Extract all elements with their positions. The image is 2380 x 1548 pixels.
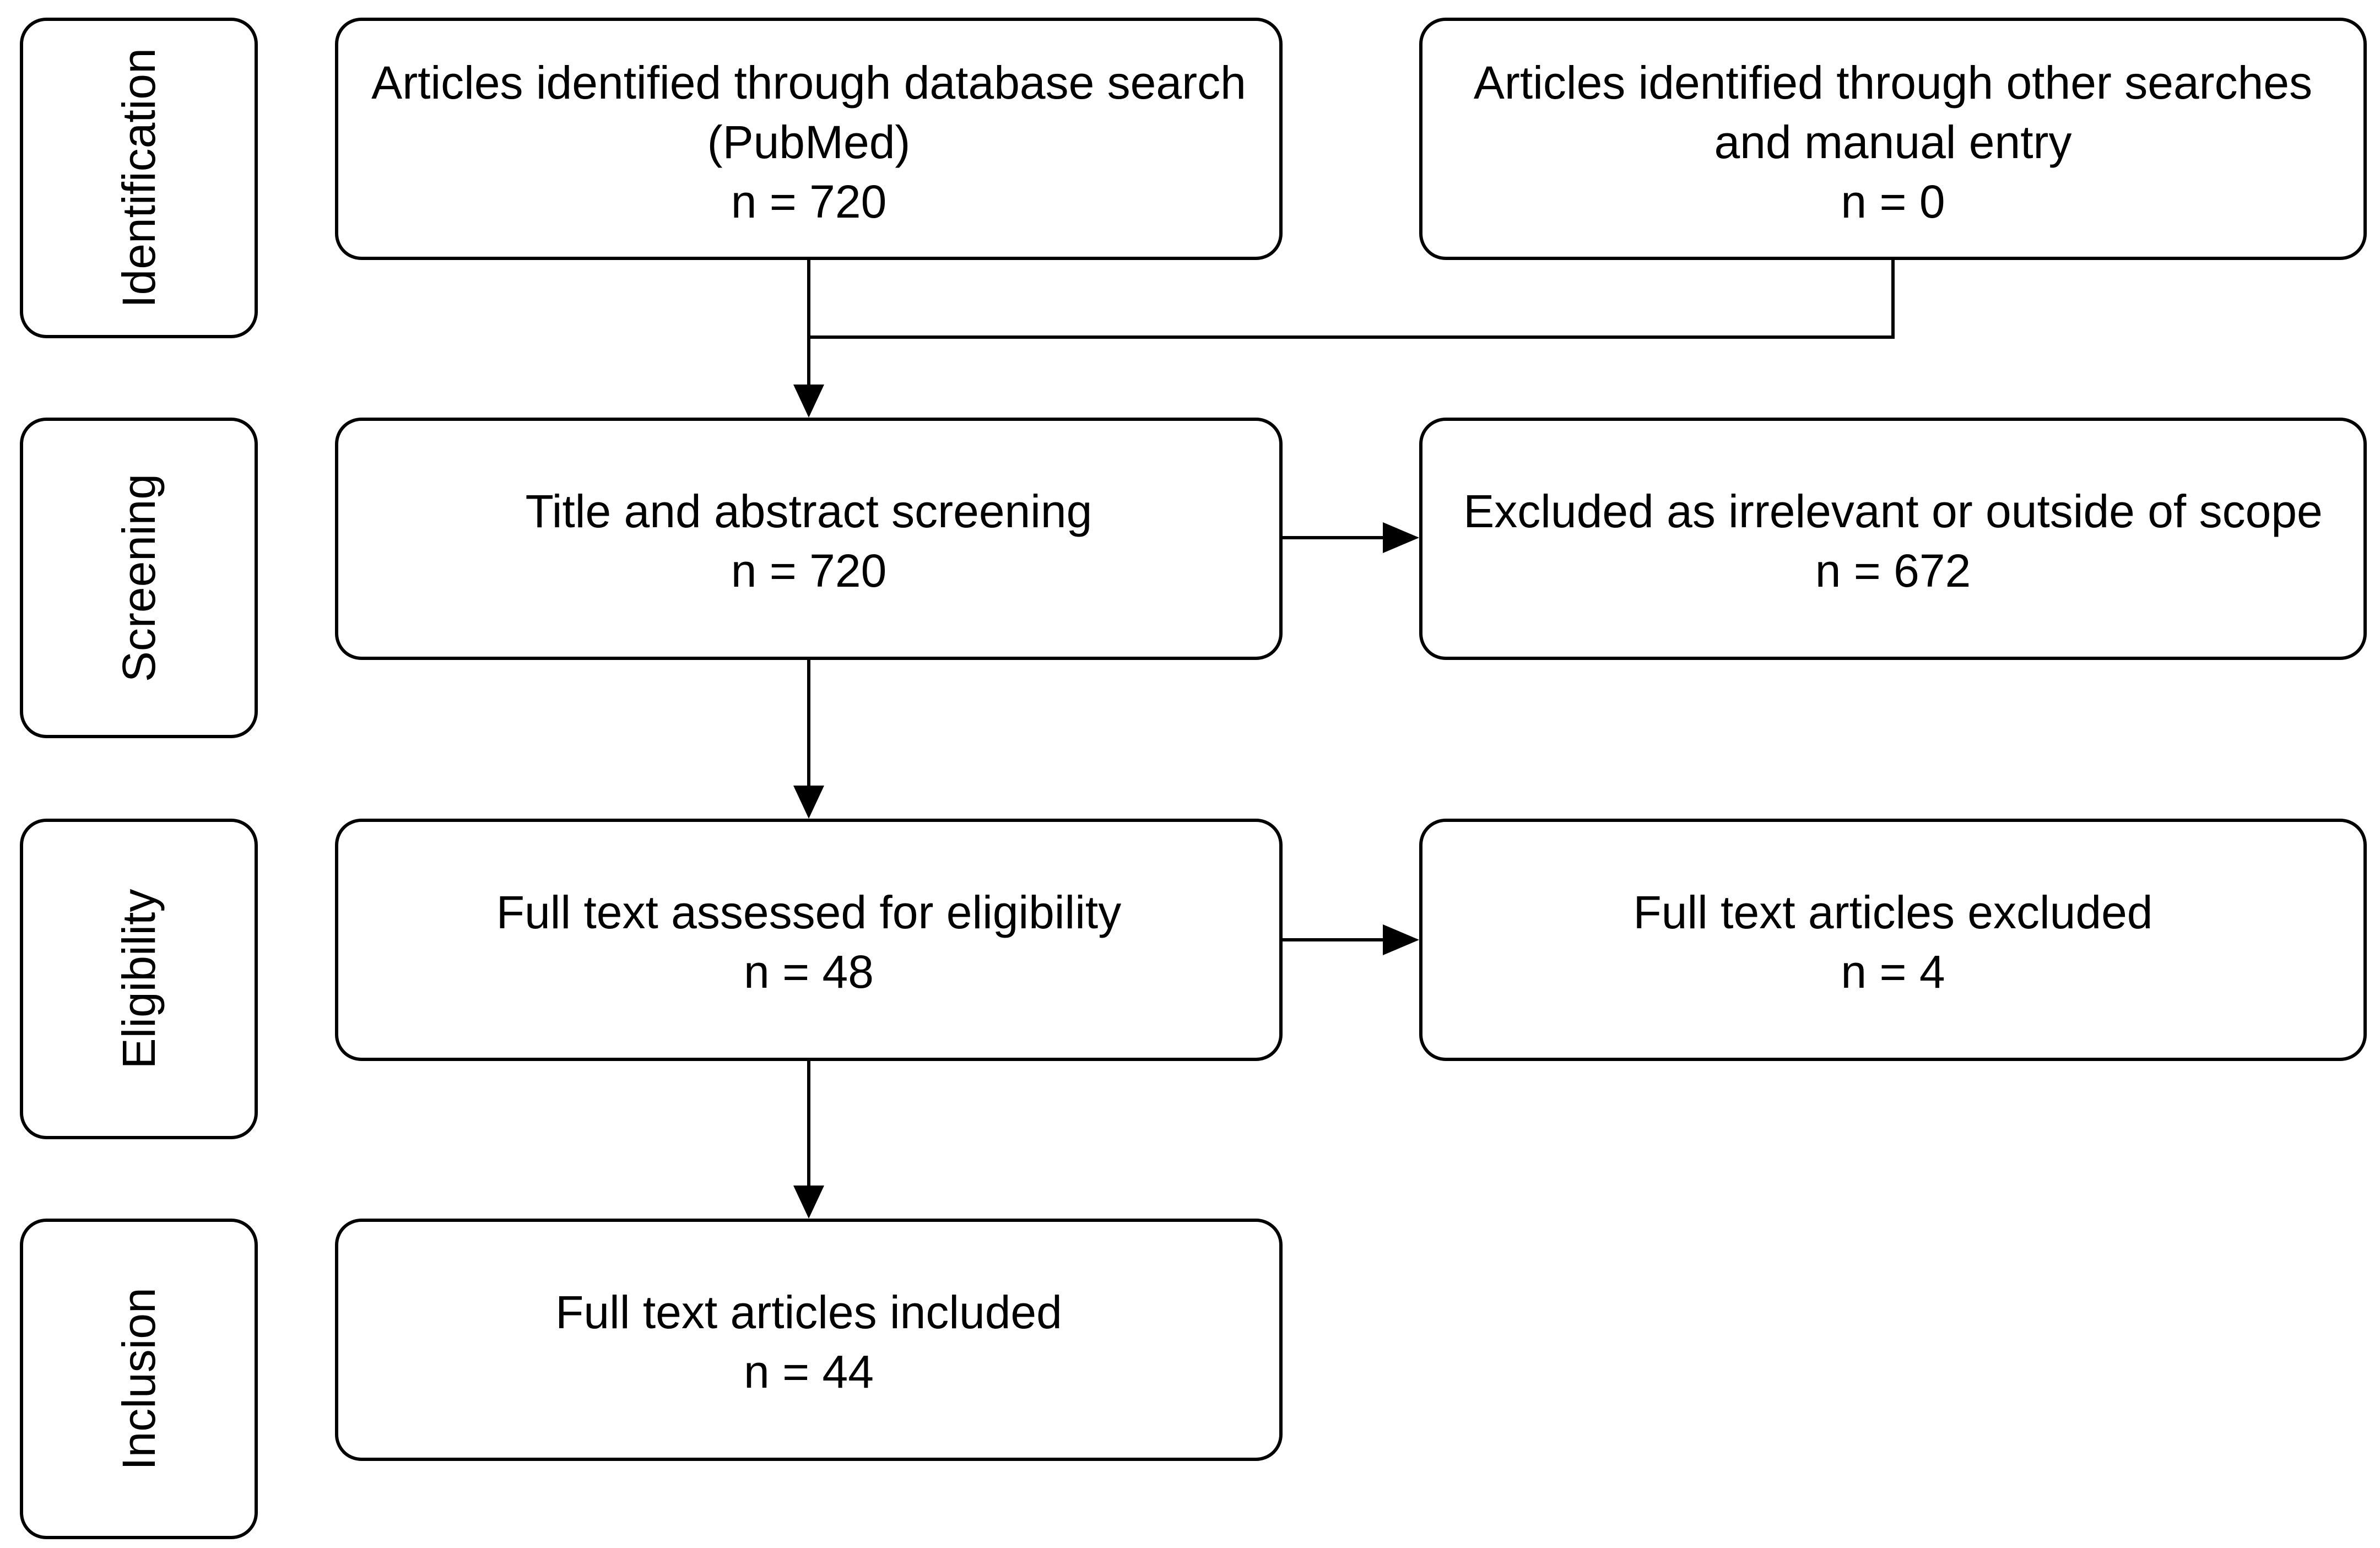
node-text: (PubMed)	[707, 116, 911, 168]
arrowhead-down	[793, 786, 824, 819]
arrowhead-right	[1383, 924, 1419, 955]
arrowhead-down	[793, 1186, 824, 1219]
stage-inclusion: Inclusion	[20, 1219, 258, 1539]
node-text: Full text assessed for eligibility	[496, 886, 1122, 938]
node-text: Excluded as irrelevant or outside of sco…	[1463, 485, 2323, 537]
node-text: Full text articles excluded	[1633, 886, 2153, 938]
node-count: n = 720	[731, 545, 887, 597]
arrowhead-down	[793, 385, 824, 418]
connector-other-to-merge	[809, 260, 1895, 339]
node-text: and manual entry	[1714, 116, 2072, 168]
node-text: Articles identified through database sea…	[371, 57, 1246, 109]
stage-identification: Identification	[20, 18, 258, 338]
node-text: Articles identified through other search…	[1473, 57, 2313, 109]
node-count: n = 720	[731, 176, 887, 228]
stage-label: Identification	[113, 48, 165, 308]
node-count: n = 48	[744, 946, 874, 998]
node-count: n = 44	[744, 1346, 874, 1398]
node-text: Full text articles included	[555, 1286, 1062, 1338]
node-text: Title and abstract screening	[525, 485, 1092, 537]
stage-label: Screening	[113, 473, 165, 683]
stage-label: Eligibility	[113, 889, 165, 1069]
arrowhead-right	[1383, 522, 1419, 553]
node-full-text-assessed: Full text assessed for eligibility n = 4…	[335, 819, 1283, 1061]
stage-eligibility: Eligibility	[20, 819, 258, 1139]
node-excluded-irrelevant: Excluded as irrelevant or outside of sco…	[1419, 418, 2367, 660]
node-other-searches: Articles identified through other search…	[1419, 18, 2367, 260]
node-count: n = 672	[1815, 545, 1971, 597]
node-full-text-included: Full text articles included n = 44	[335, 1219, 1283, 1461]
node-count: n = 0	[1841, 176, 1945, 228]
node-full-text-excluded: Full text articles excluded n = 4	[1419, 819, 2367, 1061]
stage-label: Inclusion	[113, 1287, 165, 1470]
node-database-search: Articles identified through database sea…	[335, 18, 1283, 260]
stage-screening: Screening	[20, 418, 258, 738]
node-count: n = 4	[1841, 946, 1945, 998]
node-title-abstract-screening: Title and abstract screening n = 720	[335, 418, 1283, 660]
